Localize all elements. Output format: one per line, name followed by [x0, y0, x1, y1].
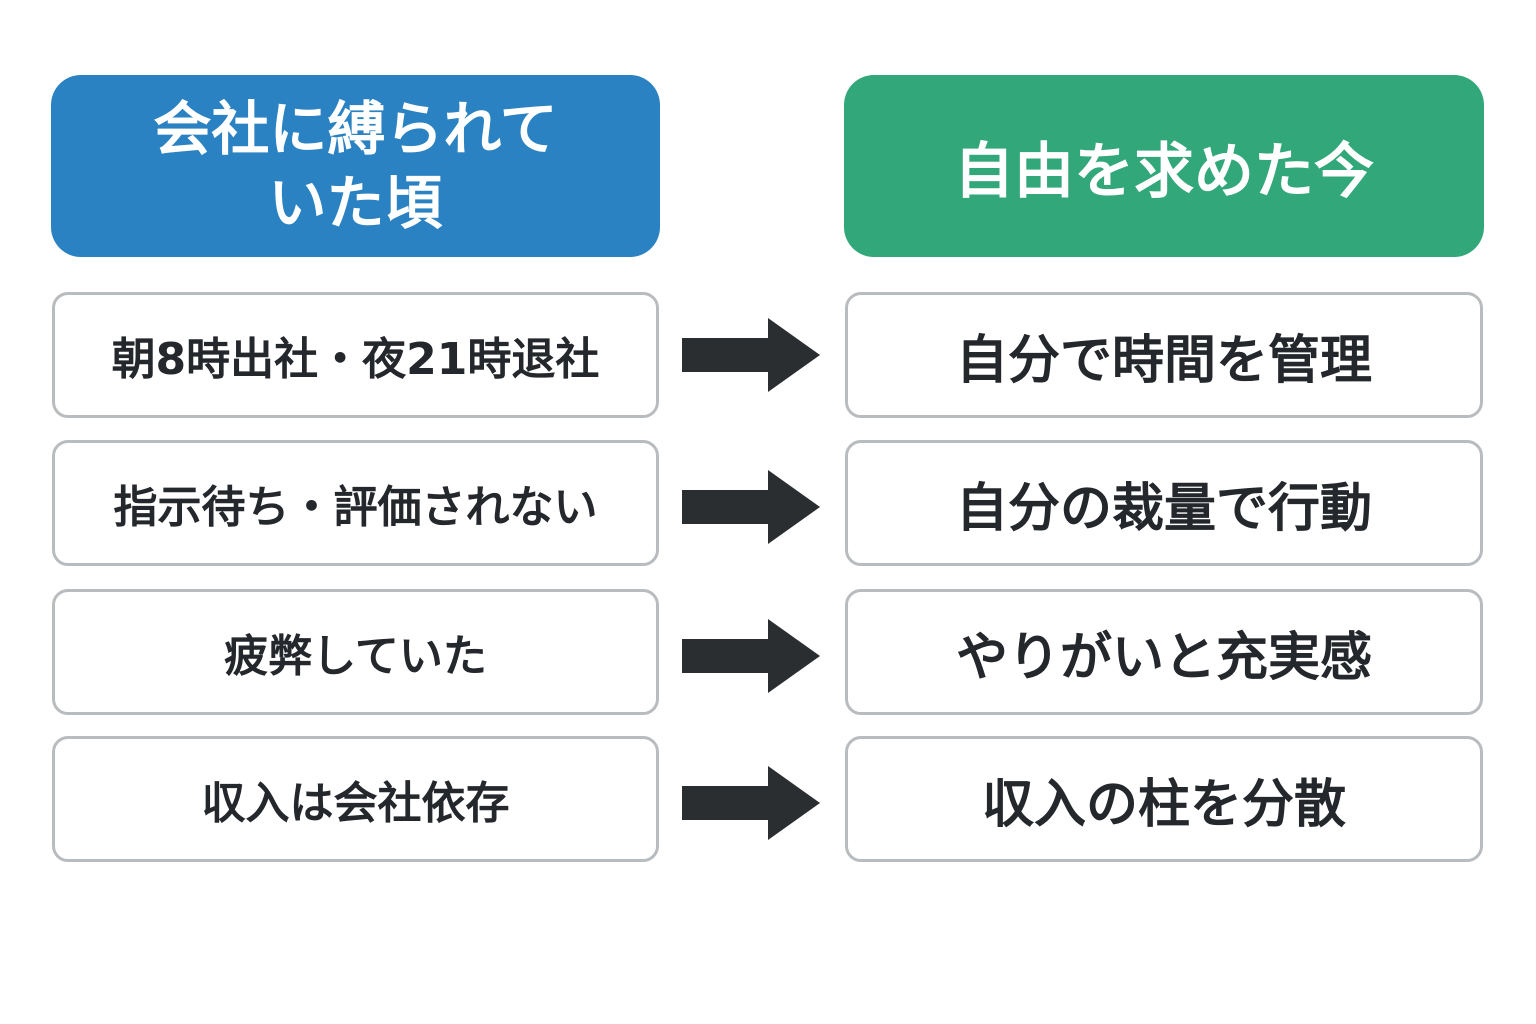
before-header-line2: いた頃 — [268, 169, 443, 237]
right-arrow-icon — [682, 619, 820, 693]
right-arrow-icon — [682, 766, 820, 840]
before-item-3: 疲弊していた — [52, 589, 659, 715]
after-header: 自由を求めた今 — [844, 75, 1484, 257]
before-item-4: 収入は会社依存 — [52, 736, 659, 862]
before-header: 会社に縛られて いた頃 — [51, 75, 660, 257]
right-arrow-icon — [682, 318, 820, 392]
after-item-3: やりがいと充実感 — [845, 589, 1483, 715]
after-item-1: 自分で時間を管理 — [845, 292, 1483, 418]
before-header-line1: 会社に縛られて — [153, 95, 558, 163]
right-arrow-icon — [682, 470, 820, 544]
after-item-4: 収入の柱を分散 — [845, 736, 1483, 862]
before-item-1: 朝8時出社・夜21時退社 — [52, 292, 659, 418]
after-item-2: 自分の裁量で行動 — [845, 440, 1483, 566]
before-item-2: 指示待ち・評価されない — [52, 440, 659, 566]
